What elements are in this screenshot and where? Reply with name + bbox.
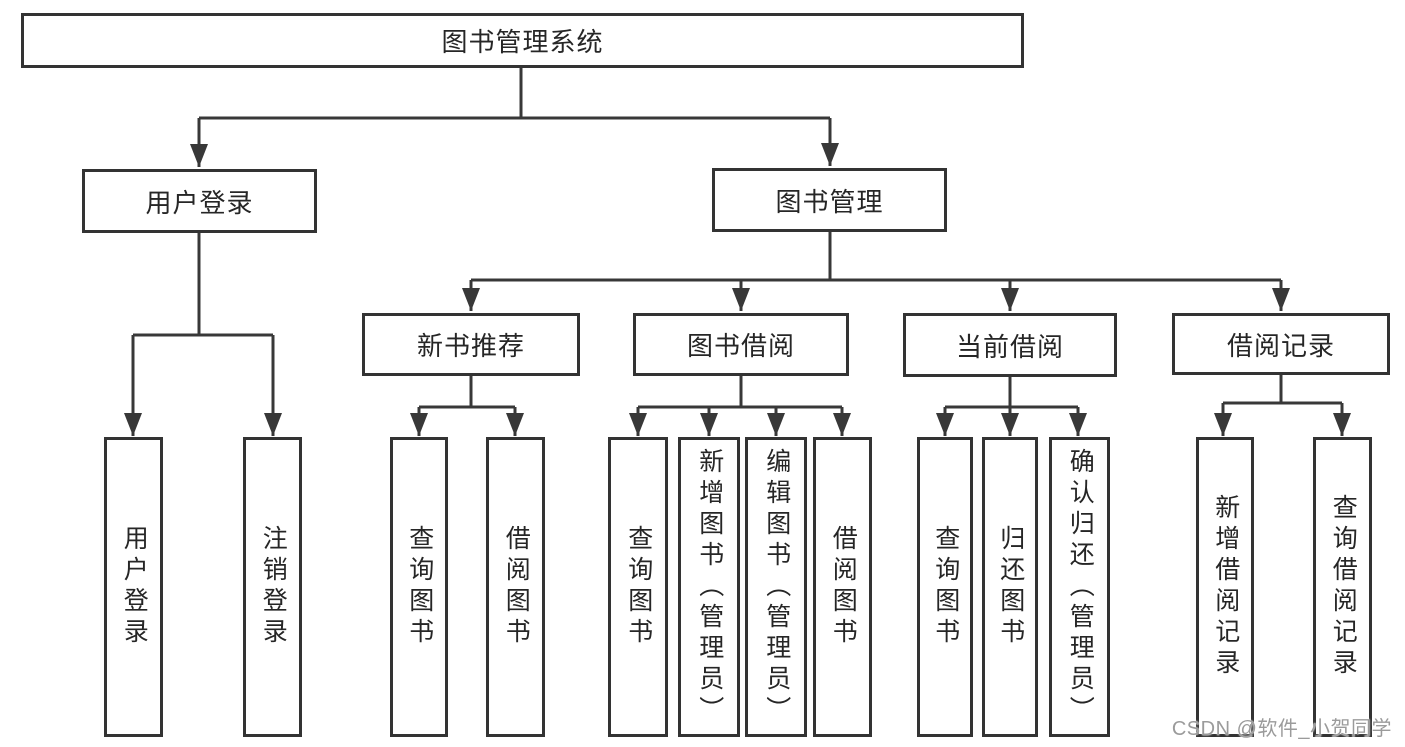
leaf-br-add-record: 新增借阅记录 xyxy=(1196,437,1254,737)
node-label: 借阅记录 xyxy=(1226,330,1335,361)
connector-path xyxy=(133,68,1342,409)
node-new-book-recommend: 新书推荐 xyxy=(362,313,580,376)
node-label: 图书借阅 xyxy=(686,331,795,361)
node-label: 图书管理系统 xyxy=(441,27,604,57)
leaf-br-query-record: 查询借阅记录 xyxy=(1313,437,1372,737)
node-label: 查询借阅记录 xyxy=(1329,494,1358,680)
node-label: 新增图书（管理员） xyxy=(695,447,724,727)
node-book-borrowing: 图书借阅 xyxy=(633,313,849,376)
node-label: 编辑图书（管理员） xyxy=(762,447,791,727)
node-label: 用户登录 xyxy=(145,187,254,218)
node-current-borrowing: 当前借阅 xyxy=(903,313,1117,377)
node-label: 新书推荐 xyxy=(416,331,525,361)
leaf-nb-borrow-books: 借阅图书 xyxy=(486,437,545,737)
node-label: 图书管理 xyxy=(775,186,884,217)
leaf-bb-borrow-books: 借阅图书 xyxy=(813,437,872,737)
node-user-login: 用户登录 xyxy=(82,169,317,233)
node-borrow-records: 借阅记录 xyxy=(1172,313,1390,375)
leaf-user-login: 用户登录 xyxy=(104,437,163,737)
node-label: 查询图书 xyxy=(624,525,653,649)
leaf-bb-add-books-admin: 新增图书（管理员） xyxy=(678,437,740,737)
node-label: 当前借阅 xyxy=(955,331,1064,362)
node-label: 注销登录 xyxy=(259,525,288,649)
node-label: 查询图书 xyxy=(405,525,434,649)
node-label: 用户登录 xyxy=(120,525,149,649)
watermark: CSDN @软件_小贺同学 xyxy=(1171,718,1392,740)
node-library-management-system: 图书管理系统 xyxy=(21,13,1024,68)
leaf-logout-login: 注销登录 xyxy=(243,437,302,737)
leaf-cb-confirm-return-admin: 确认归还（管理员） xyxy=(1049,437,1110,737)
leaf-cb-return-books: 归还图书 xyxy=(982,437,1038,737)
node-book-management: 图书管理 xyxy=(712,168,947,232)
leaf-bb-query-books: 查询图书 xyxy=(608,437,668,737)
arrows xyxy=(124,118,1351,436)
node-label: 新增借阅记录 xyxy=(1211,494,1240,680)
node-label: 借阅图书 xyxy=(502,525,531,649)
leaf-nb-query-books: 查询图书 xyxy=(390,437,448,737)
node-label: 借阅图书 xyxy=(829,525,858,649)
leaf-bb-edit-books-admin: 编辑图书（管理员） xyxy=(745,437,807,737)
leaf-cb-query-books: 查询图书 xyxy=(917,437,973,737)
node-label: 归还图书 xyxy=(996,525,1025,649)
node-label: 查询图书 xyxy=(931,525,960,649)
node-label: 确认归还（管理员） xyxy=(1066,447,1095,727)
